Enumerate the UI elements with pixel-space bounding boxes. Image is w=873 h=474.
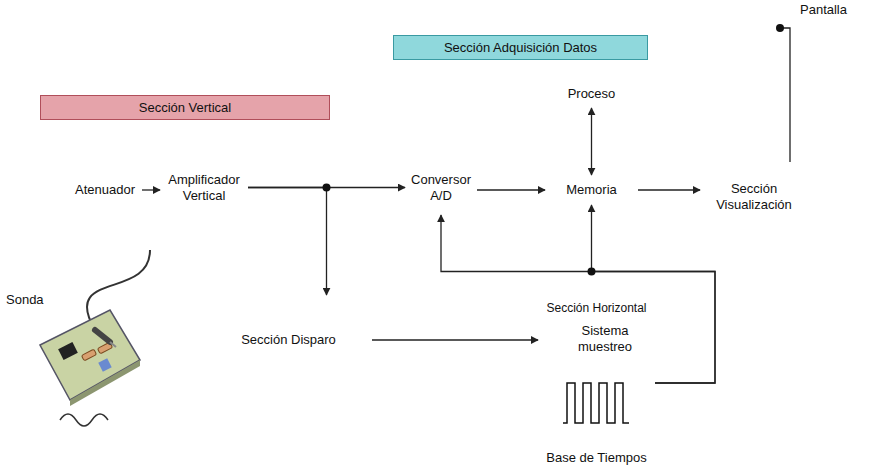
- box-label: Conversor A/D: [410, 172, 472, 203]
- process-box: Proceso: [545, 80, 638, 108]
- signal-wave: [60, 414, 108, 426]
- screen-icon: Pantalla: [728, 8, 778, 48]
- circuit-board: [40, 310, 140, 400]
- box-label: Sección Visualización: [705, 181, 803, 212]
- section-header: Sección Adquisición Datos: [393, 35, 648, 60]
- section-box: Sección Visualización: [700, 162, 808, 232]
- junction-dot: [776, 24, 784, 32]
- connector-arrow: [592, 205, 716, 383]
- section-title: Sección Horizontal: [546, 301, 646, 315]
- connector-arrow: [372, 339, 538, 340]
- capacitor-symbol: [98, 358, 111, 371]
- part-label: Sonda: [6, 292, 44, 307]
- connector-arrow: [778, 28, 790, 162]
- connector-arrow: [441, 215, 715, 383]
- box-label: Memoria: [566, 182, 617, 198]
- resistor-symbol: [81, 349, 96, 361]
- connector-arrow: [248, 188, 327, 296]
- chip-symbol: [58, 342, 78, 360]
- box-fill: [393, 35, 648, 245]
- connector-arrow: [477, 189, 545, 190]
- box-label: Atenuador: [75, 182, 135, 198]
- section-title: Sección Vertical: [139, 100, 232, 116]
- section-subtitle: Base de Tiempos: [538, 450, 655, 466]
- screen-label: Pantalla: [800, 2, 847, 18]
- clock-pulse-icon: [561, 378, 631, 428]
- connector-arrow: [638, 189, 700, 190]
- connector-arrow: [142, 189, 160, 190]
- section-panel: Sección VerticalAtenuador Amplificador Ve…: [40, 95, 330, 250]
- section-title: Sección Adquisición Datos: [444, 40, 597, 56]
- section-panel: Sección Adquisición DatosProcesoConverso…: [393, 35, 648, 245]
- connector-arrow: [591, 108, 592, 175]
- process-box: Sistema muestreo: [565, 318, 645, 360]
- box-label: Sistema muestreo: [570, 323, 640, 354]
- box-label: Amplificador Vertical: [165, 172, 243, 203]
- section-box: Sección Disparo: [205, 295, 372, 385]
- section-header: Sección Horizontal: [538, 298, 655, 318]
- section-panel: Sección HorizontalBase de Tiempos Sistema…: [538, 298, 655, 470]
- probe-body: [95, 330, 110, 342]
- process-box: Conversor A/D: [405, 160, 477, 215]
- process-box: Amplificador Vertical: [160, 160, 248, 215]
- junction-dot: [588, 268, 596, 276]
- junction-dot: [323, 184, 331, 192]
- process-box: Atenuador: [68, 175, 142, 205]
- probe-tip: [110, 342, 116, 347]
- screen-display: [735, 14, 771, 42]
- section-header: Sección Vertical: [40, 95, 330, 120]
- process-box: Memoria: [545, 175, 638, 205]
- box-label: Proceso: [568, 86, 616, 102]
- box-fill: [728, 8, 778, 48]
- box-label: Sección Disparo: [241, 332, 336, 348]
